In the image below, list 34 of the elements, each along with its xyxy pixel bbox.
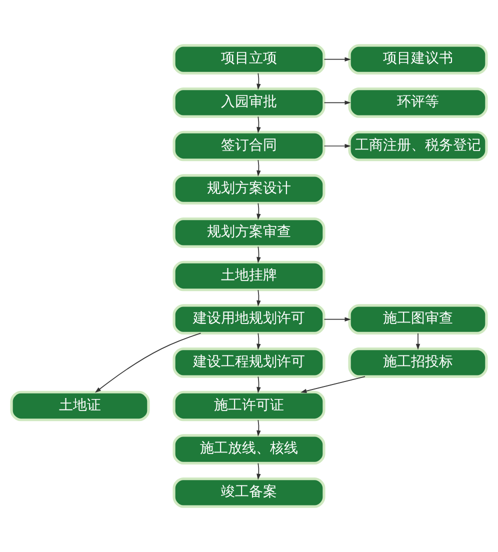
node-box: 项目立项	[172, 44, 326, 74]
node-box: 竣工备案	[172, 478, 326, 508]
arrow	[256, 202, 261, 220]
arrow	[324, 100, 351, 105]
node-box: 施工放线、核线	[172, 434, 326, 464]
arrow	[300, 376, 366, 394]
arrow	[94, 332, 202, 393]
node-box: 施工许可证	[172, 390, 326, 422]
node-box: 建设工程规划许可	[172, 348, 326, 378]
arrow	[256, 420, 261, 437]
arrow	[324, 144, 351, 148]
node-box: 工商注册、税务登记	[348, 130, 488, 162]
node-box: 建设用地规划许可	[172, 304, 326, 334]
arrow	[324, 57, 351, 62]
node-box: 土地挂牌	[172, 260, 326, 292]
node-box: 土地证	[10, 390, 150, 422]
arrow	[256, 462, 261, 480]
node-box: 规划方案审查	[172, 218, 326, 248]
arrow	[256, 72, 261, 90]
node-box: 规划方案设计	[172, 174, 326, 204]
node-box: 施工图审查	[348, 304, 488, 334]
arrow	[256, 246, 261, 264]
arrow	[256, 290, 261, 307]
arrow	[324, 317, 351, 322]
arrow	[256, 332, 261, 350]
node-box: 环评等	[348, 88, 488, 118]
arrow	[256, 116, 261, 134]
node-box: 项目建议书	[348, 44, 488, 74]
node-box: 签订合同	[172, 130, 326, 162]
arrow	[256, 376, 261, 394]
arrow	[416, 332, 420, 350]
node-box: 入园审批	[172, 88, 326, 118]
node-box: 施工招投标	[348, 348, 488, 378]
arrow	[256, 160, 261, 177]
